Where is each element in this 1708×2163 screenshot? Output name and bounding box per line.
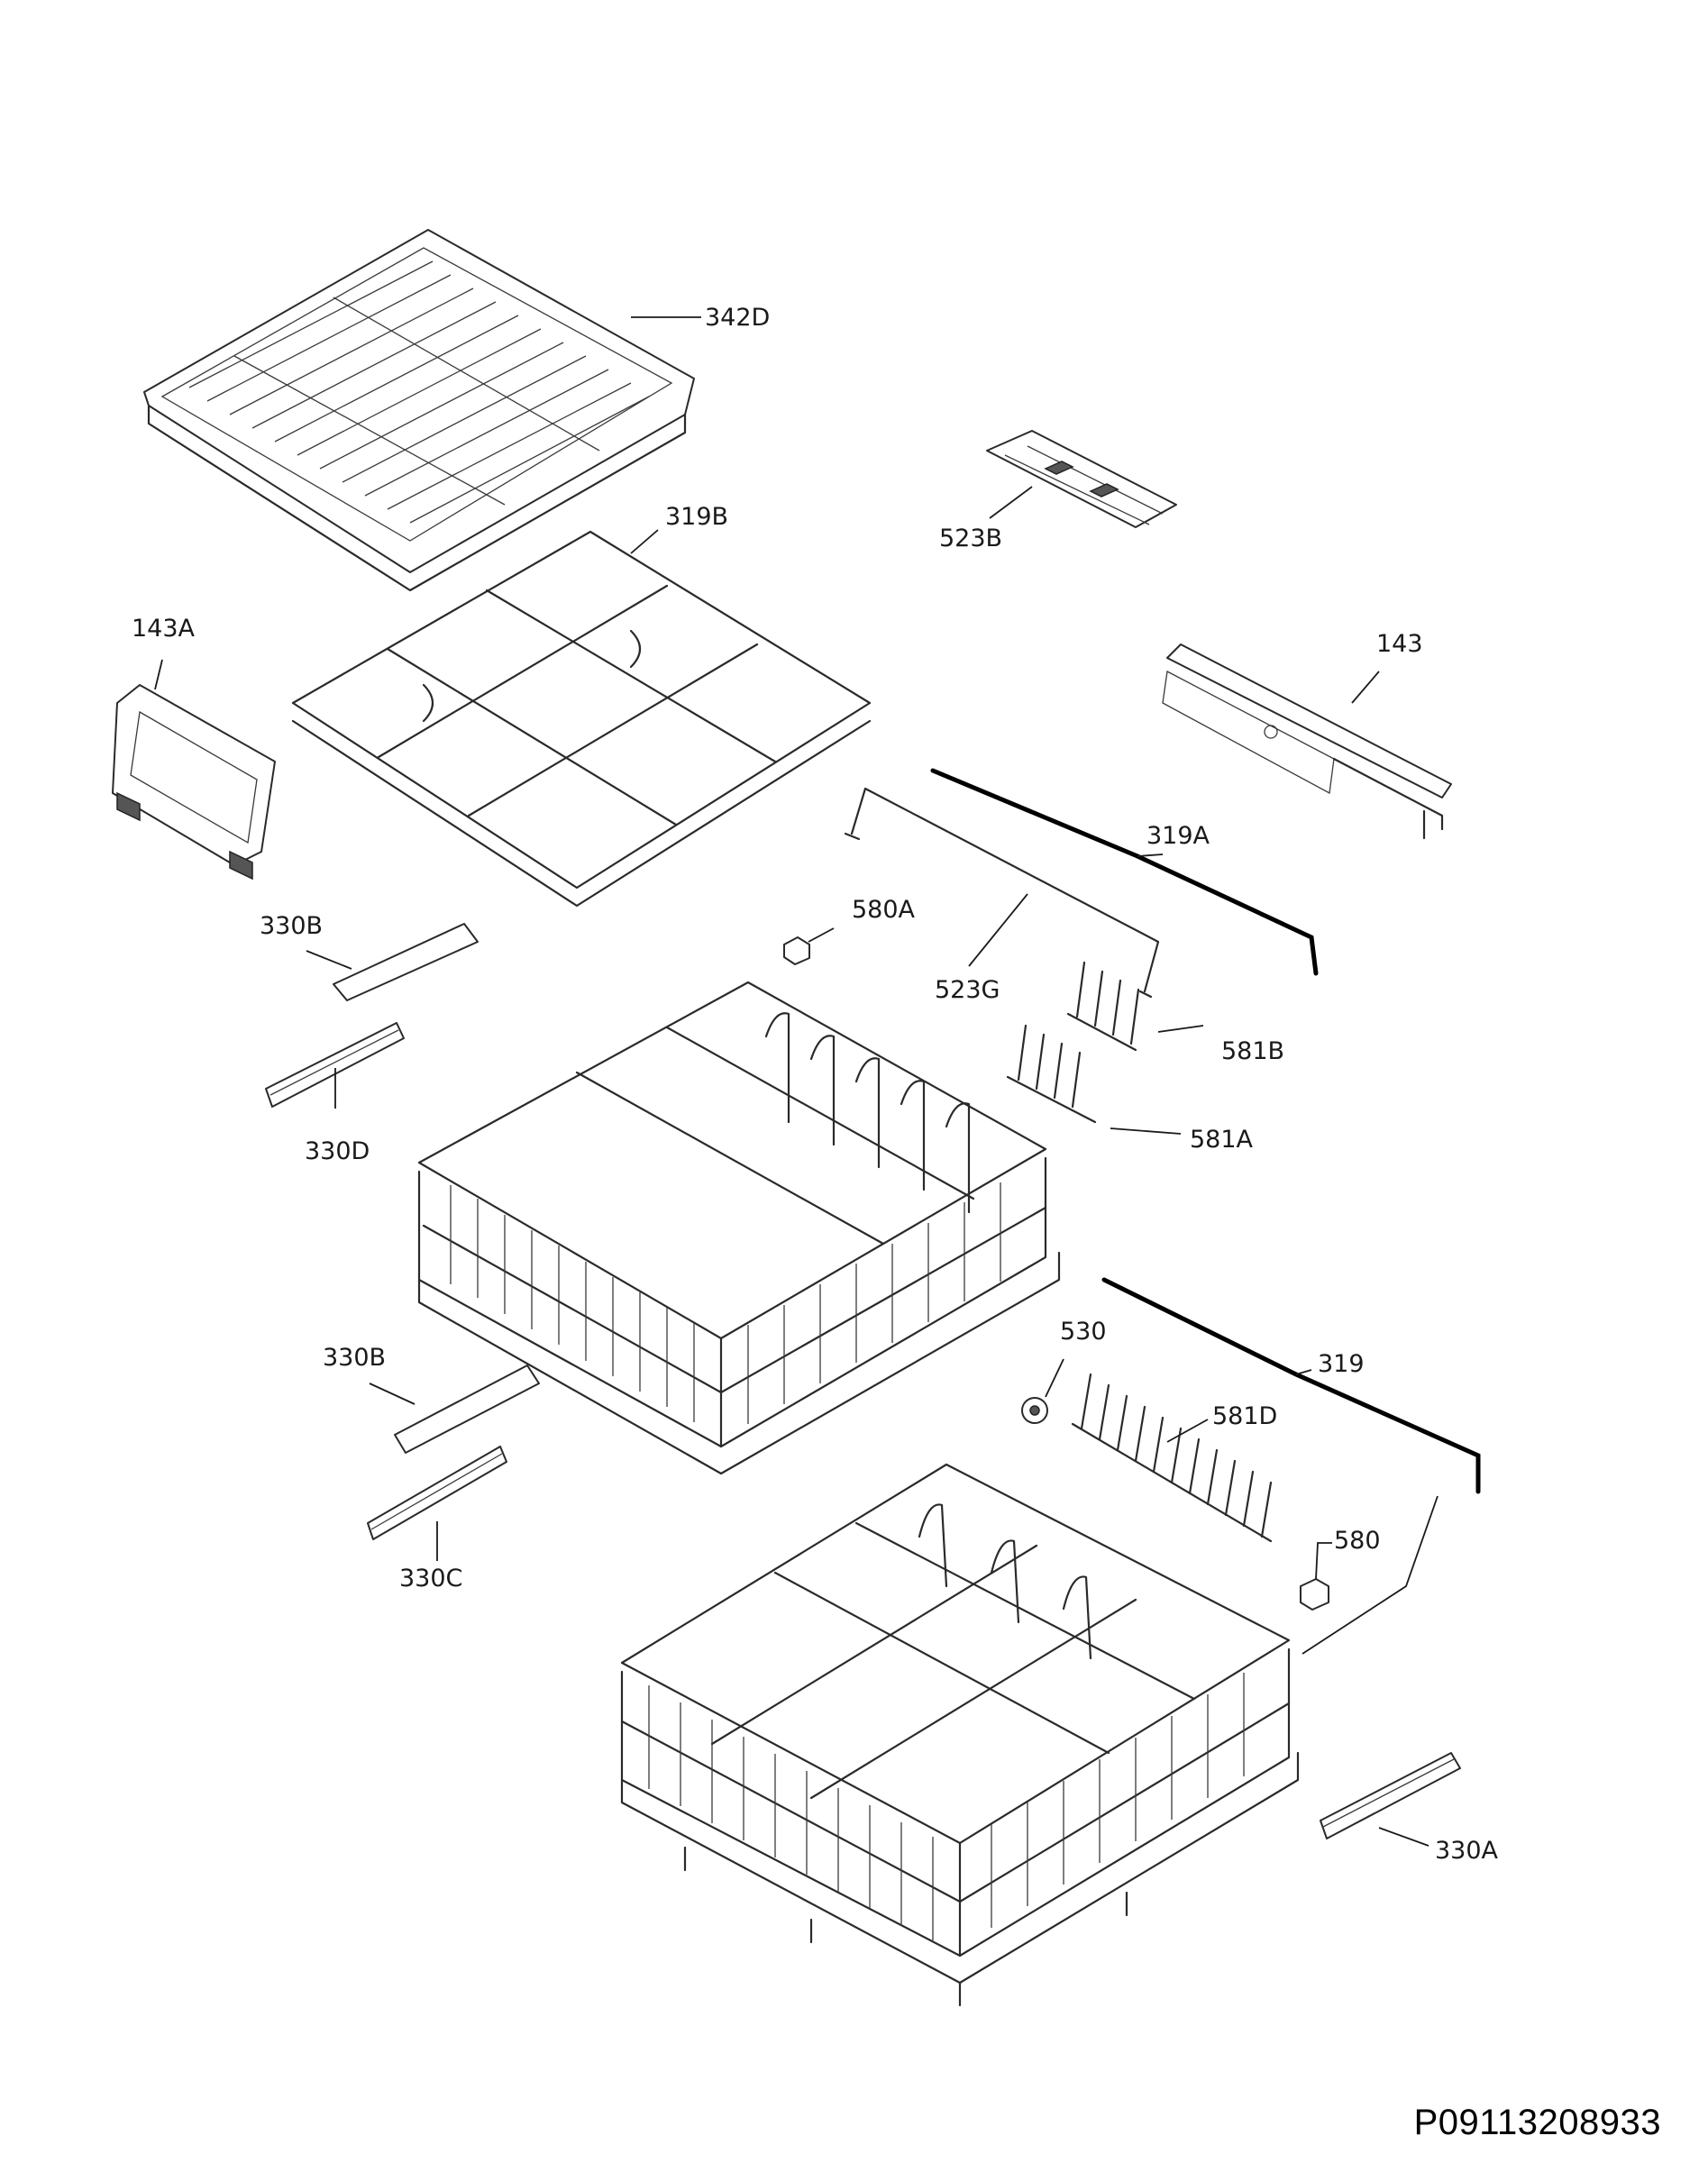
clip-523B: [986, 430, 1177, 528]
lower-basket: [620, 1463, 1300, 2007]
strip-330B-upper: [306, 923, 479, 1001]
strip-330A: [1320, 1752, 1461, 1847]
label-530: 530: [1060, 1318, 1107, 1346]
tine-rack-581A: [1006, 1024, 1182, 1135]
tine-rack-581B: [1066, 961, 1204, 1052]
strip-330B-lower: [369, 1364, 540, 1454]
label-319A: 319A: [1146, 822, 1210, 850]
label-330A: 330A: [1435, 1837, 1499, 1865]
label-523G: 523G: [935, 976, 1000, 1004]
label-143: 143: [1376, 630, 1423, 658]
upper-basket: [417, 981, 1061, 1475]
rail-143: [1162, 643, 1452, 840]
label-580A: 580A: [852, 896, 916, 924]
label-581A: 581A: [1190, 1126, 1254, 1154]
clip-580A: [783, 927, 835, 965]
label-330B-lower: 330B: [323, 1344, 386, 1372]
label-580: 580: [1334, 1527, 1381, 1555]
rail-319: [1101, 1277, 1481, 1655]
label-581D: 581D: [1212, 1402, 1277, 1430]
label-330D: 330D: [305, 1137, 370, 1165]
label-143A: 143A: [132, 615, 196, 643]
label-523B: 523B: [939, 525, 1002, 552]
label-319B: 319B: [665, 503, 728, 531]
label-581B: 581B: [1221, 1037, 1284, 1065]
wheel-530: [1021, 1358, 1064, 1424]
bracket-143A: [112, 659, 276, 881]
wire-frame-319B: [291, 529, 872, 908]
label-342D: 342D: [705, 304, 770, 332]
label-330B-upper: 330B: [260, 912, 323, 940]
rod-523G: [844, 787, 1160, 999]
rail-319A: [930, 768, 1319, 976]
tine-rack-581D: [1071, 1373, 1273, 1543]
document-code: P09113208933: [1413, 2103, 1661, 2142]
label-319: 319: [1318, 1350, 1365, 1378]
strip-330C: [367, 1446, 507, 1561]
cutlery-tray-342D: [143, 229, 701, 592]
strip-330D: [265, 1022, 405, 1109]
clip-580: [1300, 1542, 1332, 1611]
label-330C: 330C: [399, 1565, 462, 1593]
